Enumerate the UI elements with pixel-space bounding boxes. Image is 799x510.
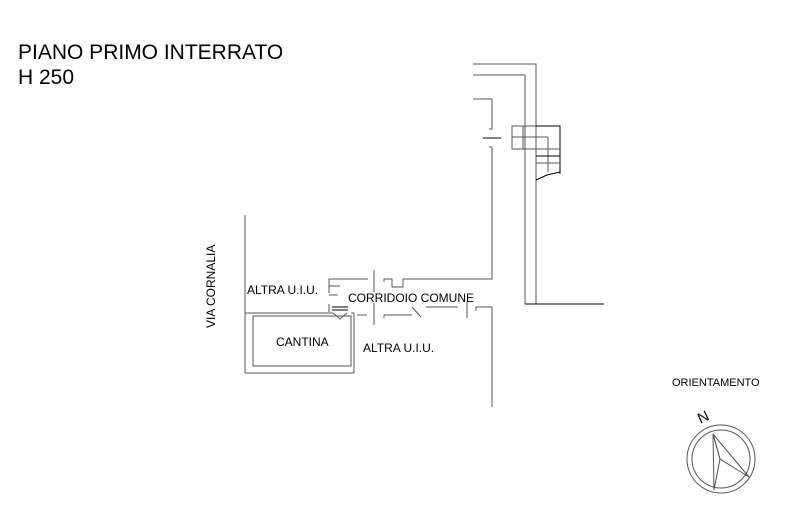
plan-title: PIANO PRIMO INTERRATO [18,41,284,64]
room-label-cellar: CANTINA [276,335,329,349]
stair-core [473,63,604,305]
walls [244,200,493,407]
floor-height: H 250 [18,66,75,89]
street-label: VIA CORNALIA [204,244,218,328]
compass-icon [686,424,756,494]
room-label-other-unit-top: ALTRA U.I.U. [247,283,319,297]
room-label-other-unit-bottom: ALTRA U.I.U. [363,341,435,355]
compass-label: ORIENTAMENTO [672,377,760,389]
cellar-room [252,315,352,367]
room-label-corridor: CORRIDOIO COMUNE [348,291,474,305]
